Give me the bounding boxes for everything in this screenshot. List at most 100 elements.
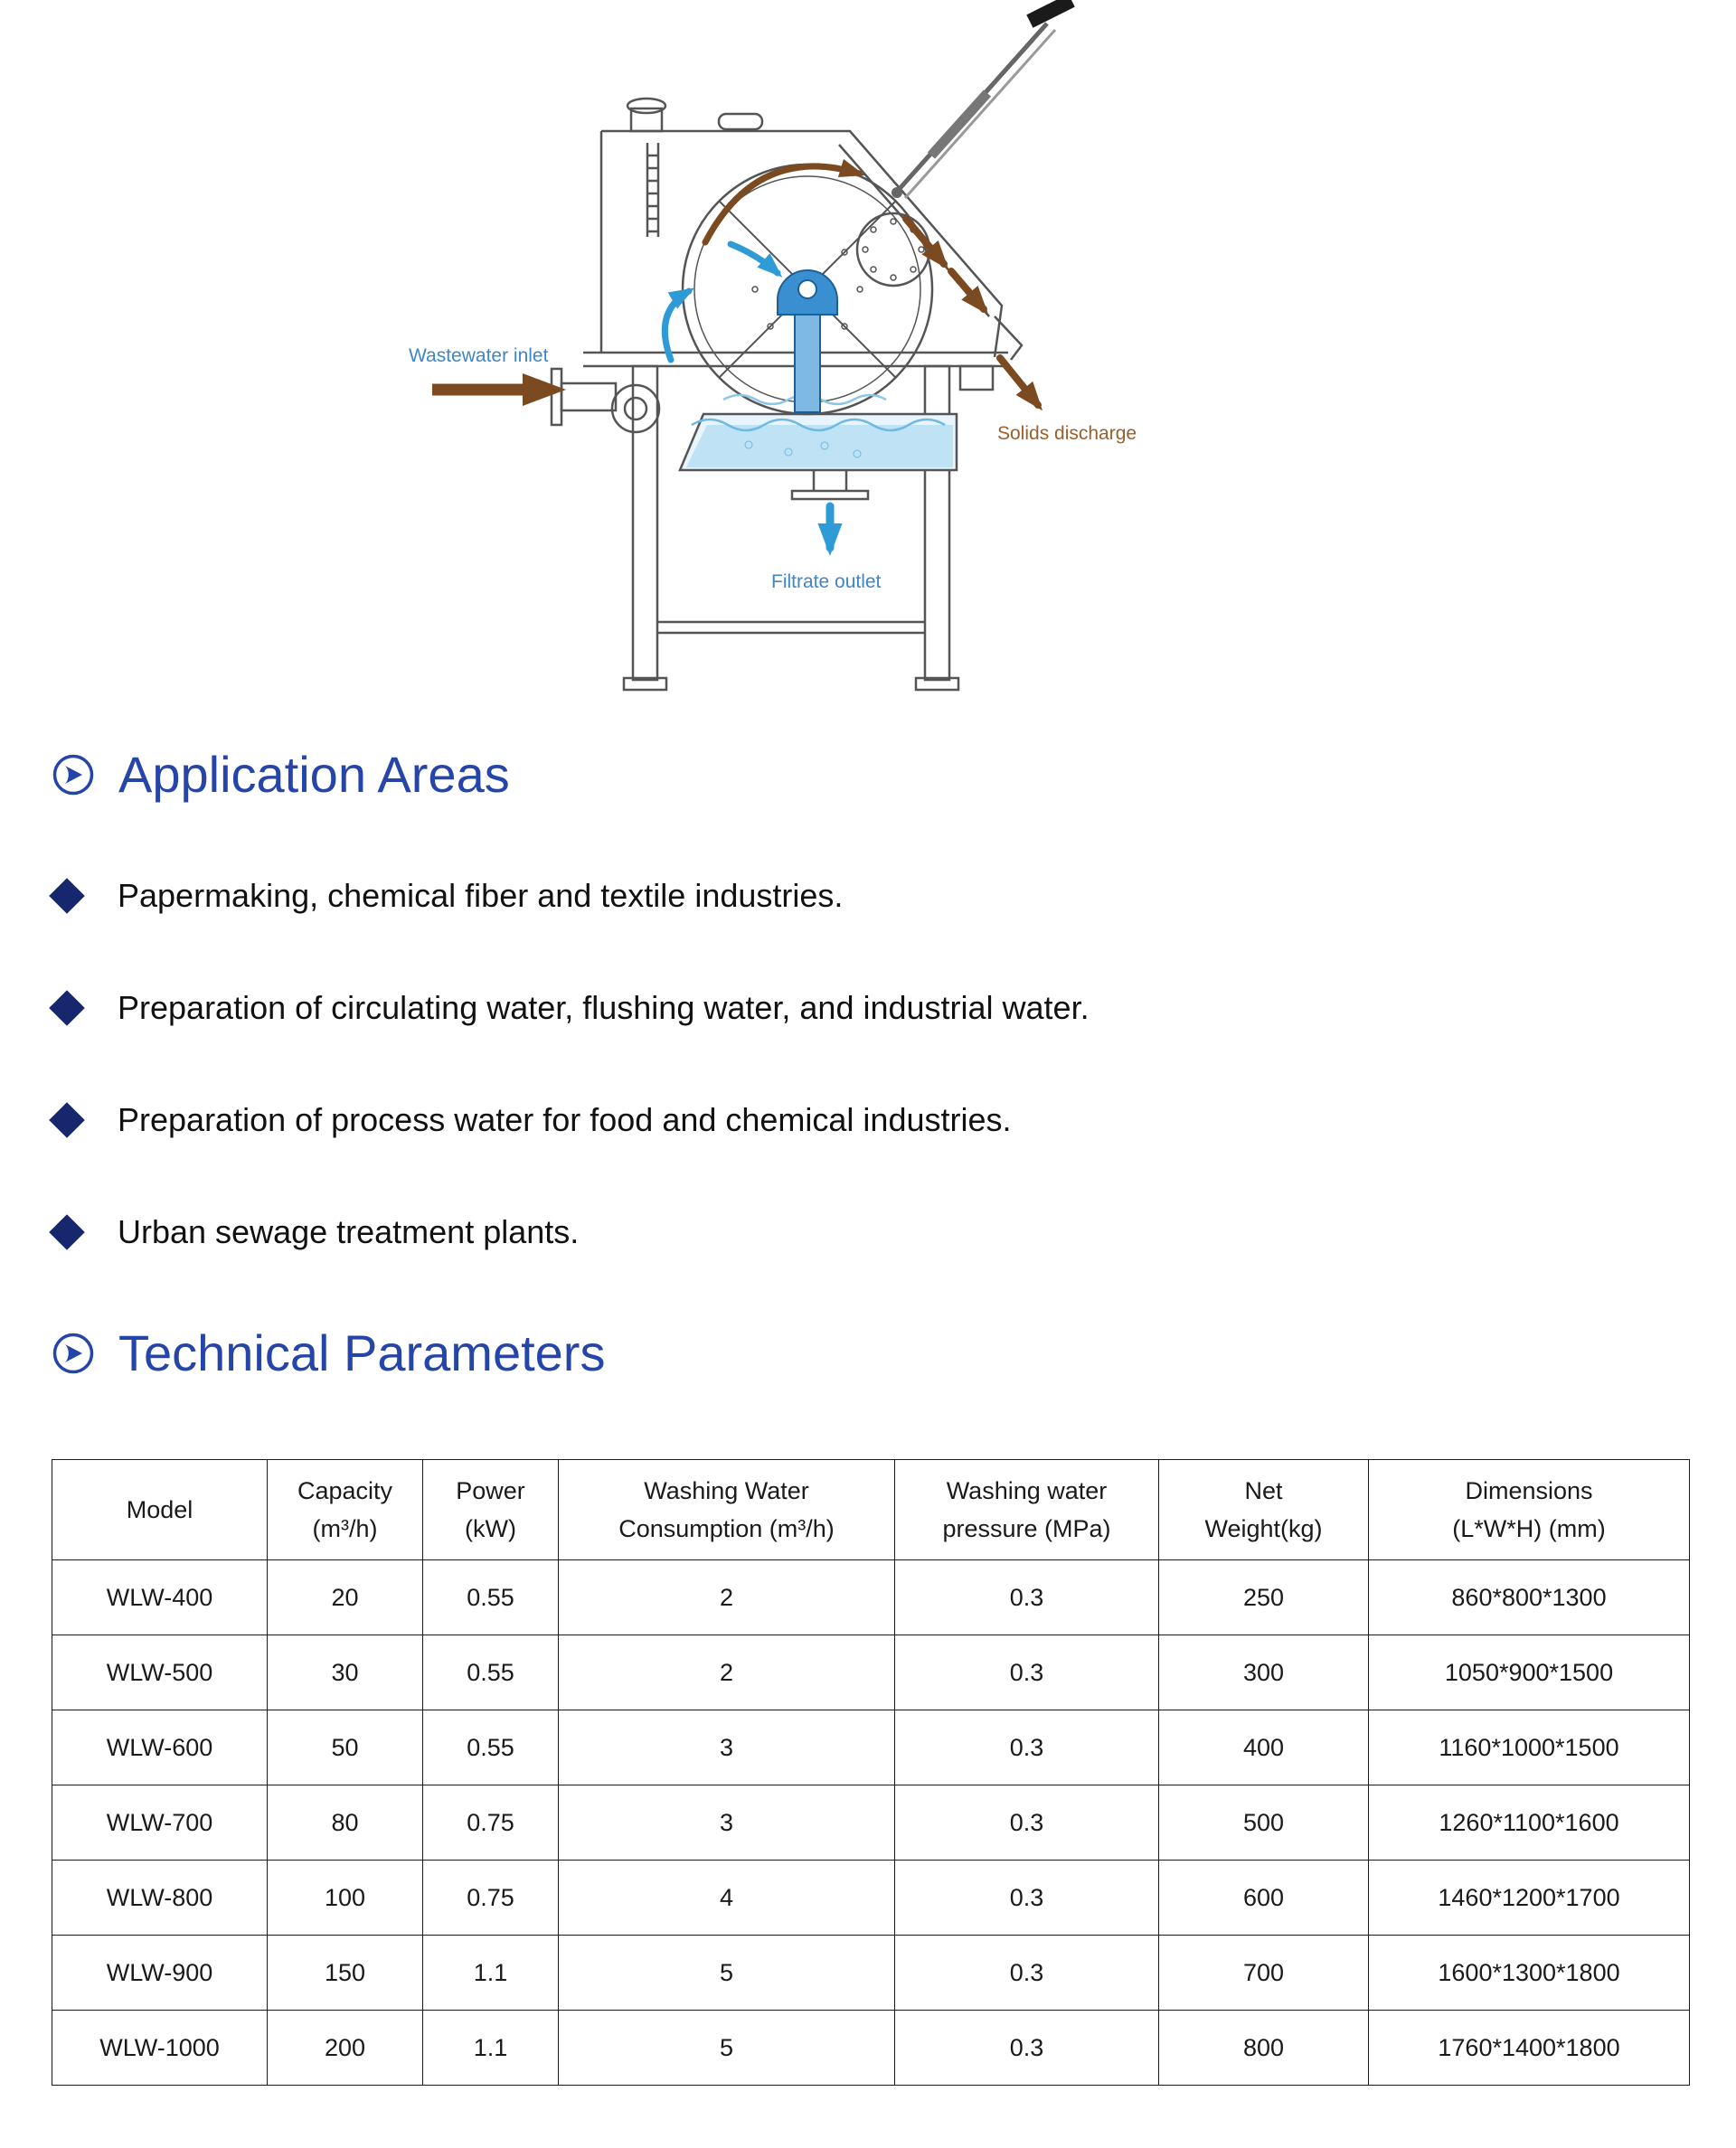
inlet-arrow (432, 373, 566, 406)
header-text: Capacity (297, 1477, 393, 1504)
cell-capacity: 20 (267, 1559, 423, 1635)
diamond-bullet-icon (49, 1102, 85, 1138)
section-arrow-icon (52, 1332, 95, 1375)
application-areas-heading: Application Areas (52, 746, 1736, 804)
cell-power: 1.1 (422, 1935, 559, 2011)
cell-capacity: 150 (267, 1935, 423, 2011)
cell-net-weight: 300 (1158, 1635, 1369, 1710)
cell-washing-pressure: 0.3 (894, 1785, 1159, 1861)
list-item: Urban sewage treatment plants. (49, 1212, 1736, 1252)
cell-model: WLW-600 (52, 1710, 268, 1785)
cell-dimensions: 1460*1200*1700 (1368, 1860, 1690, 1936)
bullet-text: Preparation of circulating water, flushi… (118, 989, 1090, 1026)
cell-dimensions: 1050*900*1500 (1368, 1635, 1690, 1710)
drum-bearing (777, 269, 838, 413)
solids-flow-arrows (702, 158, 1043, 411)
cell-net-weight: 500 (1158, 1785, 1369, 1861)
cell-dimensions: 1600*1300*1800 (1368, 1935, 1690, 2011)
header-text: Net (1244, 1477, 1283, 1504)
list-item: Preparation of circulating water, flushi… (49, 988, 1736, 1028)
cell-model: WLW-800 (52, 1860, 268, 1936)
cell-net-weight: 800 (1158, 2010, 1369, 2086)
cell-power: 0.75 (422, 1860, 559, 1936)
cell-washing-consumption: 3 (558, 1710, 895, 1785)
cell-capacity: 200 (267, 2010, 423, 2086)
product-spec-page: Wastewater inlet Solids discharge Filtra… (0, 0, 1736, 2086)
header-text: (kW) (465, 1515, 516, 1542)
col-header-power: Power (kW) (422, 1459, 559, 1560)
cell-model: WLW-900 (52, 1935, 268, 2011)
cell-washing-consumption: 4 (558, 1860, 895, 1936)
cell-dimensions: 1760*1400*1800 (1368, 2010, 1690, 2086)
table-row: WLW-600 50 0.55 3 0.3 400 1160*1000*1500 (52, 1710, 1690, 1785)
header-text: Weight(kg) (1204, 1515, 1323, 1542)
cell-washing-consumption: 5 (558, 1935, 895, 2011)
cell-capacity: 100 (267, 1860, 423, 1936)
application-areas-title: Application Areas (118, 746, 510, 803)
cell-net-weight: 400 (1158, 1710, 1369, 1785)
header-text: Consumption (m³/h) (618, 1515, 835, 1542)
col-header-capacity: Capacity (m³/h) (267, 1459, 423, 1560)
cell-washing-pressure: 0.3 (894, 1635, 1159, 1710)
cell-washing-pressure: 0.3 (894, 1710, 1159, 1785)
list-item: Preparation of process water for food an… (49, 1100, 1736, 1140)
water-flow-arrows (661, 240, 843, 556)
cell-power: 0.55 (422, 1710, 559, 1785)
header-text: Power (456, 1477, 525, 1504)
cell-washing-pressure: 0.3 (894, 2010, 1159, 2086)
cell-model: WLW-400 (52, 1559, 268, 1635)
cell-net-weight: 700 (1158, 1935, 1369, 2011)
cell-model: WLW-1000 (52, 2010, 268, 2086)
solids-discharge-label: Solids discharge (997, 423, 1137, 444)
header-text: Washing water (946, 1477, 1108, 1504)
technical-parameters-heading: Technical Parameters (52, 1324, 1736, 1382)
table-body: WLW-400 20 0.55 2 0.3 250 860*800*1300 W… (52, 1559, 1690, 2086)
inlet-pipe (550, 367, 661, 434)
cell-net-weight: 250 (1158, 1559, 1369, 1635)
technical-parameters-table: Model Capacity (m³/h) Power (kW) Washing… (52, 1459, 1690, 2086)
col-header-dimensions: Dimensions (L*W*H) (mm) (1368, 1459, 1690, 1560)
table-row: WLW-1000 200 1.1 5 0.3 800 1760*1400*180… (52, 2010, 1690, 2086)
header-text: Washing Water (644, 1477, 809, 1504)
cell-capacity: 80 (267, 1785, 423, 1861)
diamond-bullet-icon (49, 878, 85, 914)
header-text: (L*W*H) (mm) (1452, 1515, 1606, 1542)
cell-power: 0.55 (422, 1635, 559, 1710)
col-header-net-weight: Net Weight(kg) (1158, 1459, 1369, 1560)
bullet-text: Papermaking, chemical fiber and textile … (118, 877, 844, 914)
table-row: WLW-500 30 0.55 2 0.3 300 1050*900*1500 (52, 1635, 1690, 1710)
table-row: WLW-400 20 0.55 2 0.3 250 860*800*1300 (52, 1559, 1690, 1635)
bullet-text: Preparation of process water for food an… (118, 1101, 1012, 1138)
cell-power: 0.55 (422, 1559, 559, 1635)
cell-dimensions: 1160*1000*1500 (1368, 1710, 1690, 1785)
cell-power: 1.1 (422, 2010, 559, 2086)
diamond-bullet-icon (49, 990, 85, 1026)
cell-washing-pressure: 0.3 (894, 1935, 1159, 2011)
filtrate-tank (678, 412, 958, 472)
outlet-pipe (790, 470, 870, 501)
cell-model: WLW-700 (52, 1785, 268, 1861)
cell-capacity: 30 (267, 1635, 423, 1710)
cell-washing-consumption: 2 (558, 1635, 895, 1710)
machine-diagram: Wastewater inlet Solids discharge Filtra… (0, 0, 1736, 692)
col-header-model: Model (52, 1459, 268, 1560)
support-legs (622, 364, 960, 692)
col-header-washing-consumption: Washing Water Consumption (m³/h) (558, 1459, 895, 1560)
col-header-washing-pressure: Washing water pressure (MPa) (894, 1459, 1159, 1560)
cell-washing-consumption: 5 (558, 2010, 895, 2086)
header-text: Dimensions (1465, 1477, 1593, 1504)
bullet-text: Urban sewage treatment plants. (118, 1213, 580, 1250)
cell-washing-pressure: 0.3 (894, 1559, 1159, 1635)
header-text: pressure (MPa) (942, 1515, 1111, 1542)
scraper-lever (892, 0, 1075, 199)
filtrate-outlet-label: Filtrate outlet (771, 571, 882, 592)
diamond-bullet-icon (49, 1214, 85, 1250)
header-text: Model (126, 1496, 193, 1523)
drum-filter-drawing (432, 0, 1075, 692)
cell-capacity: 50 (267, 1710, 423, 1785)
application-areas-list: Papermaking, chemical fiber and textile … (49, 876, 1736, 1252)
section-arrow-icon (52, 753, 95, 796)
table-row: WLW-900 150 1.1 5 0.3 700 1600*1300*1800 (52, 1935, 1690, 2011)
table-row: WLW-700 80 0.75 3 0.3 500 1260*1100*1600 (52, 1785, 1690, 1861)
cell-model: WLW-500 (52, 1635, 268, 1710)
